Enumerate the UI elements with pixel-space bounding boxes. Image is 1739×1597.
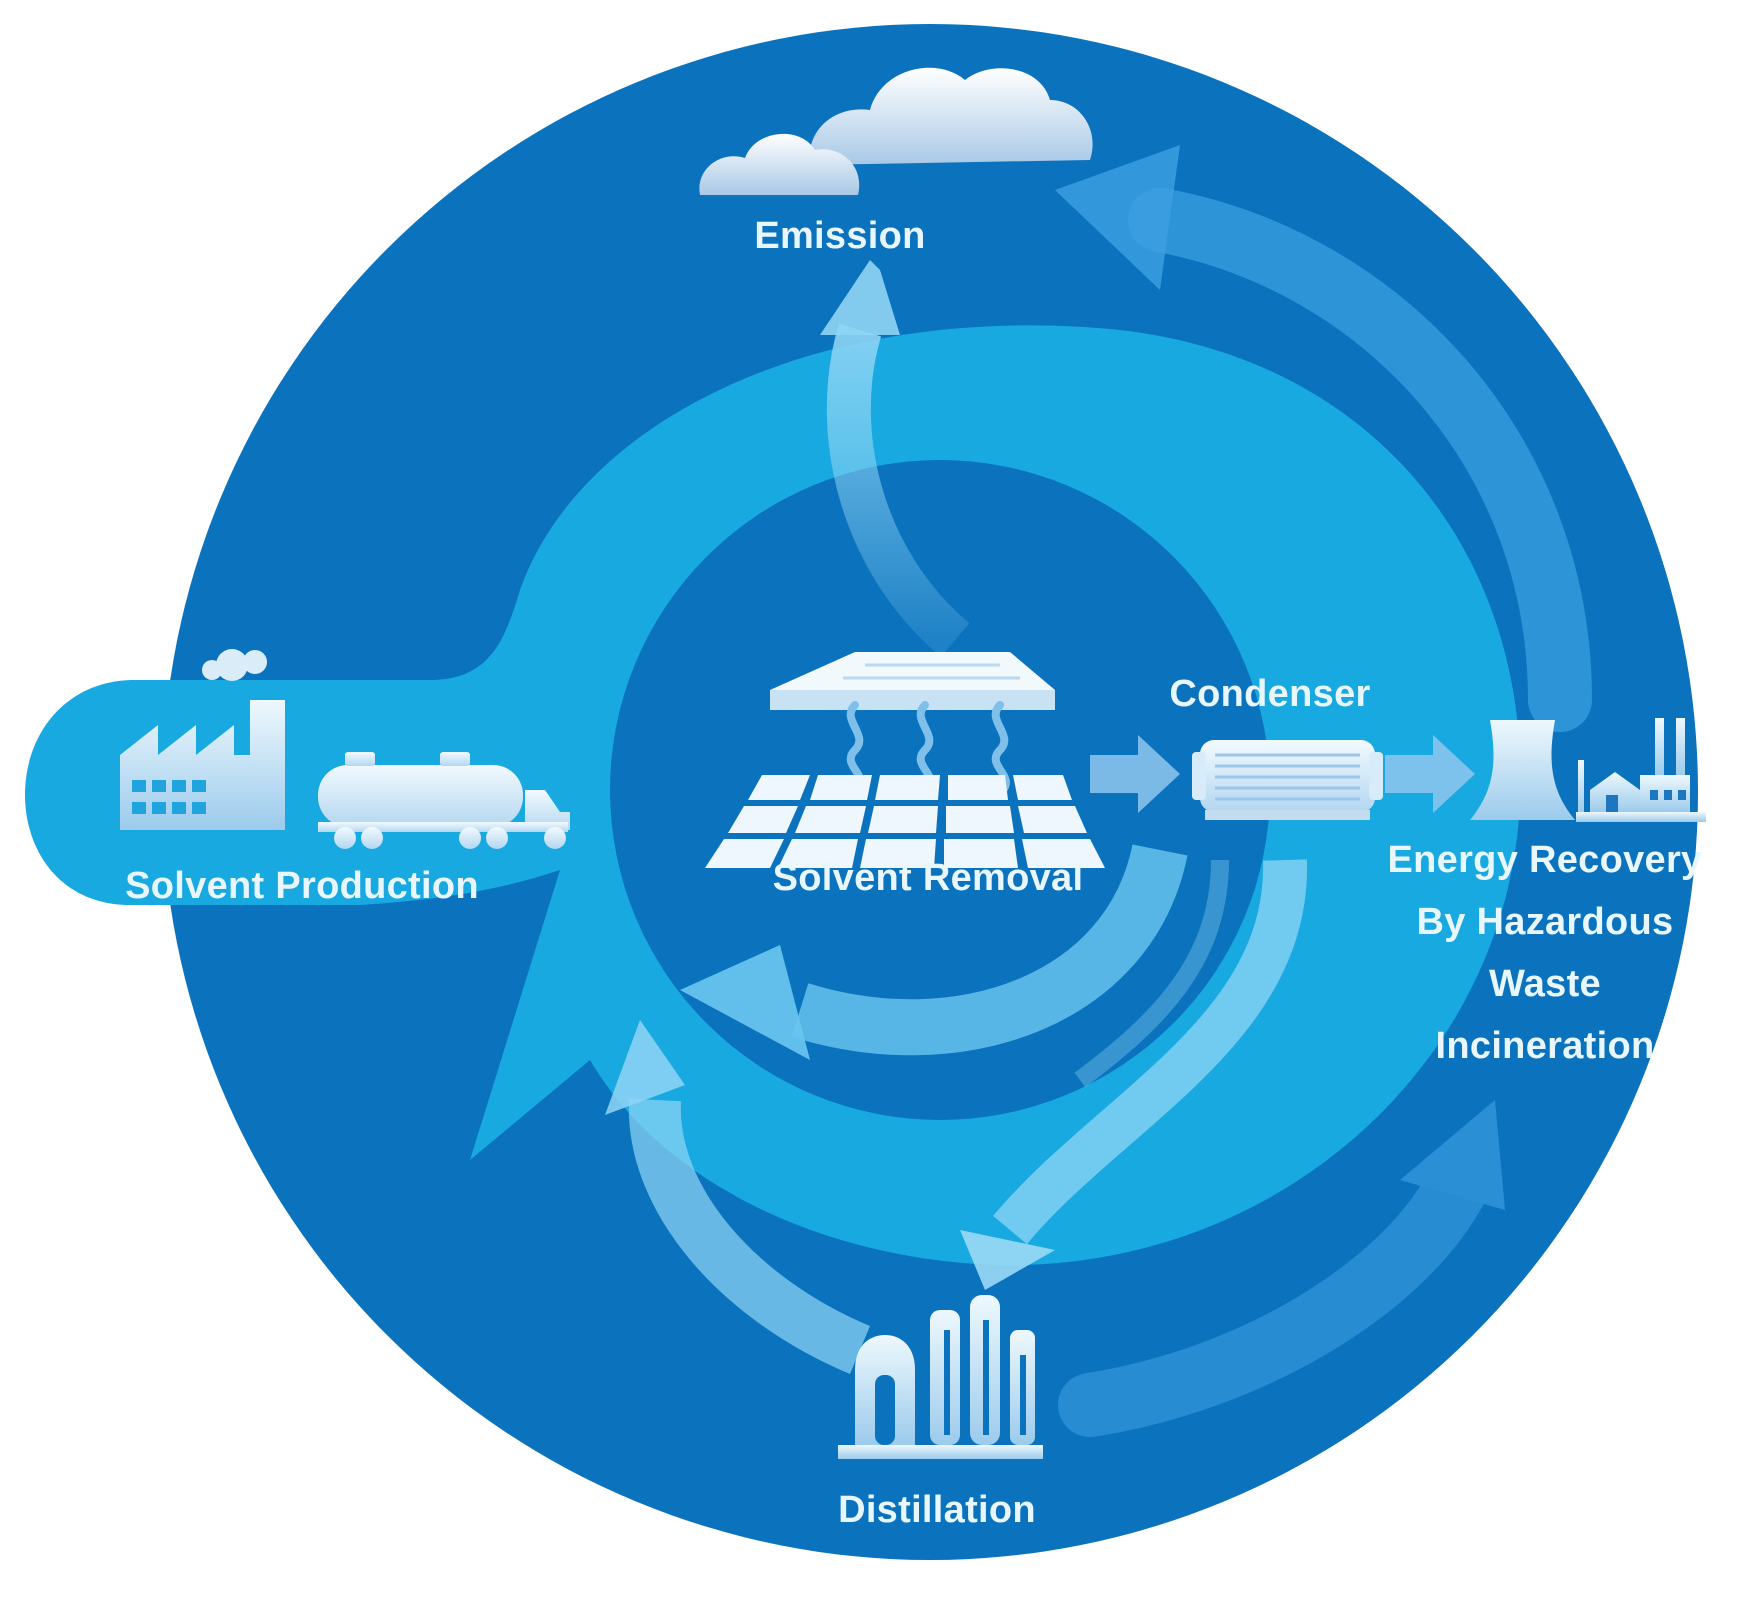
arrow-removal-to-emission <box>820 260 970 657</box>
arrow-condenser-to-energy <box>1385 735 1475 813</box>
cooling-tower-icon <box>1470 720 1575 820</box>
arrow-removal-to-condenser <box>1090 735 1180 813</box>
factory-icon <box>120 649 285 830</box>
condenser-label: Condenser <box>1169 673 1370 715</box>
arrow-recycle-to-removal <box>680 843 1188 1060</box>
distillation-label: Distillation <box>838 1489 1036 1531</box>
arrow-distillation-to-energy <box>1058 1100 1505 1437</box>
solvent-removal-label: Solvent Removal <box>773 857 1084 899</box>
power-plant-icon <box>1576 718 1706 822</box>
distillation-column-icon <box>838 1295 1043 1459</box>
energy-recovery-label-line-4: Incineration <box>1436 1025 1655 1067</box>
press-plate-icon <box>770 652 1055 710</box>
arrow-energy-to-emission <box>1055 145 1592 732</box>
condenser-icon <box>1192 740 1383 820</box>
energy-recovery-label-line-3: Waste <box>1489 963 1601 1005</box>
solvent-production-label: Solvent Production <box>125 865 479 907</box>
arrow-distillation-to-recycle <box>605 1020 871 1374</box>
cloud-icon <box>699 67 1093 195</box>
tanker-truck-icon <box>318 752 570 849</box>
emission-label: Emission <box>754 215 925 257</box>
energy-recovery-label-line-2: By Hazardous <box>1416 901 1673 943</box>
arrow-condenser-to-distillation <box>960 859 1308 1290</box>
energy-recovery-label-line-1: Energy Recovery <box>1388 839 1703 881</box>
tile-grid-icon <box>705 775 1105 868</box>
